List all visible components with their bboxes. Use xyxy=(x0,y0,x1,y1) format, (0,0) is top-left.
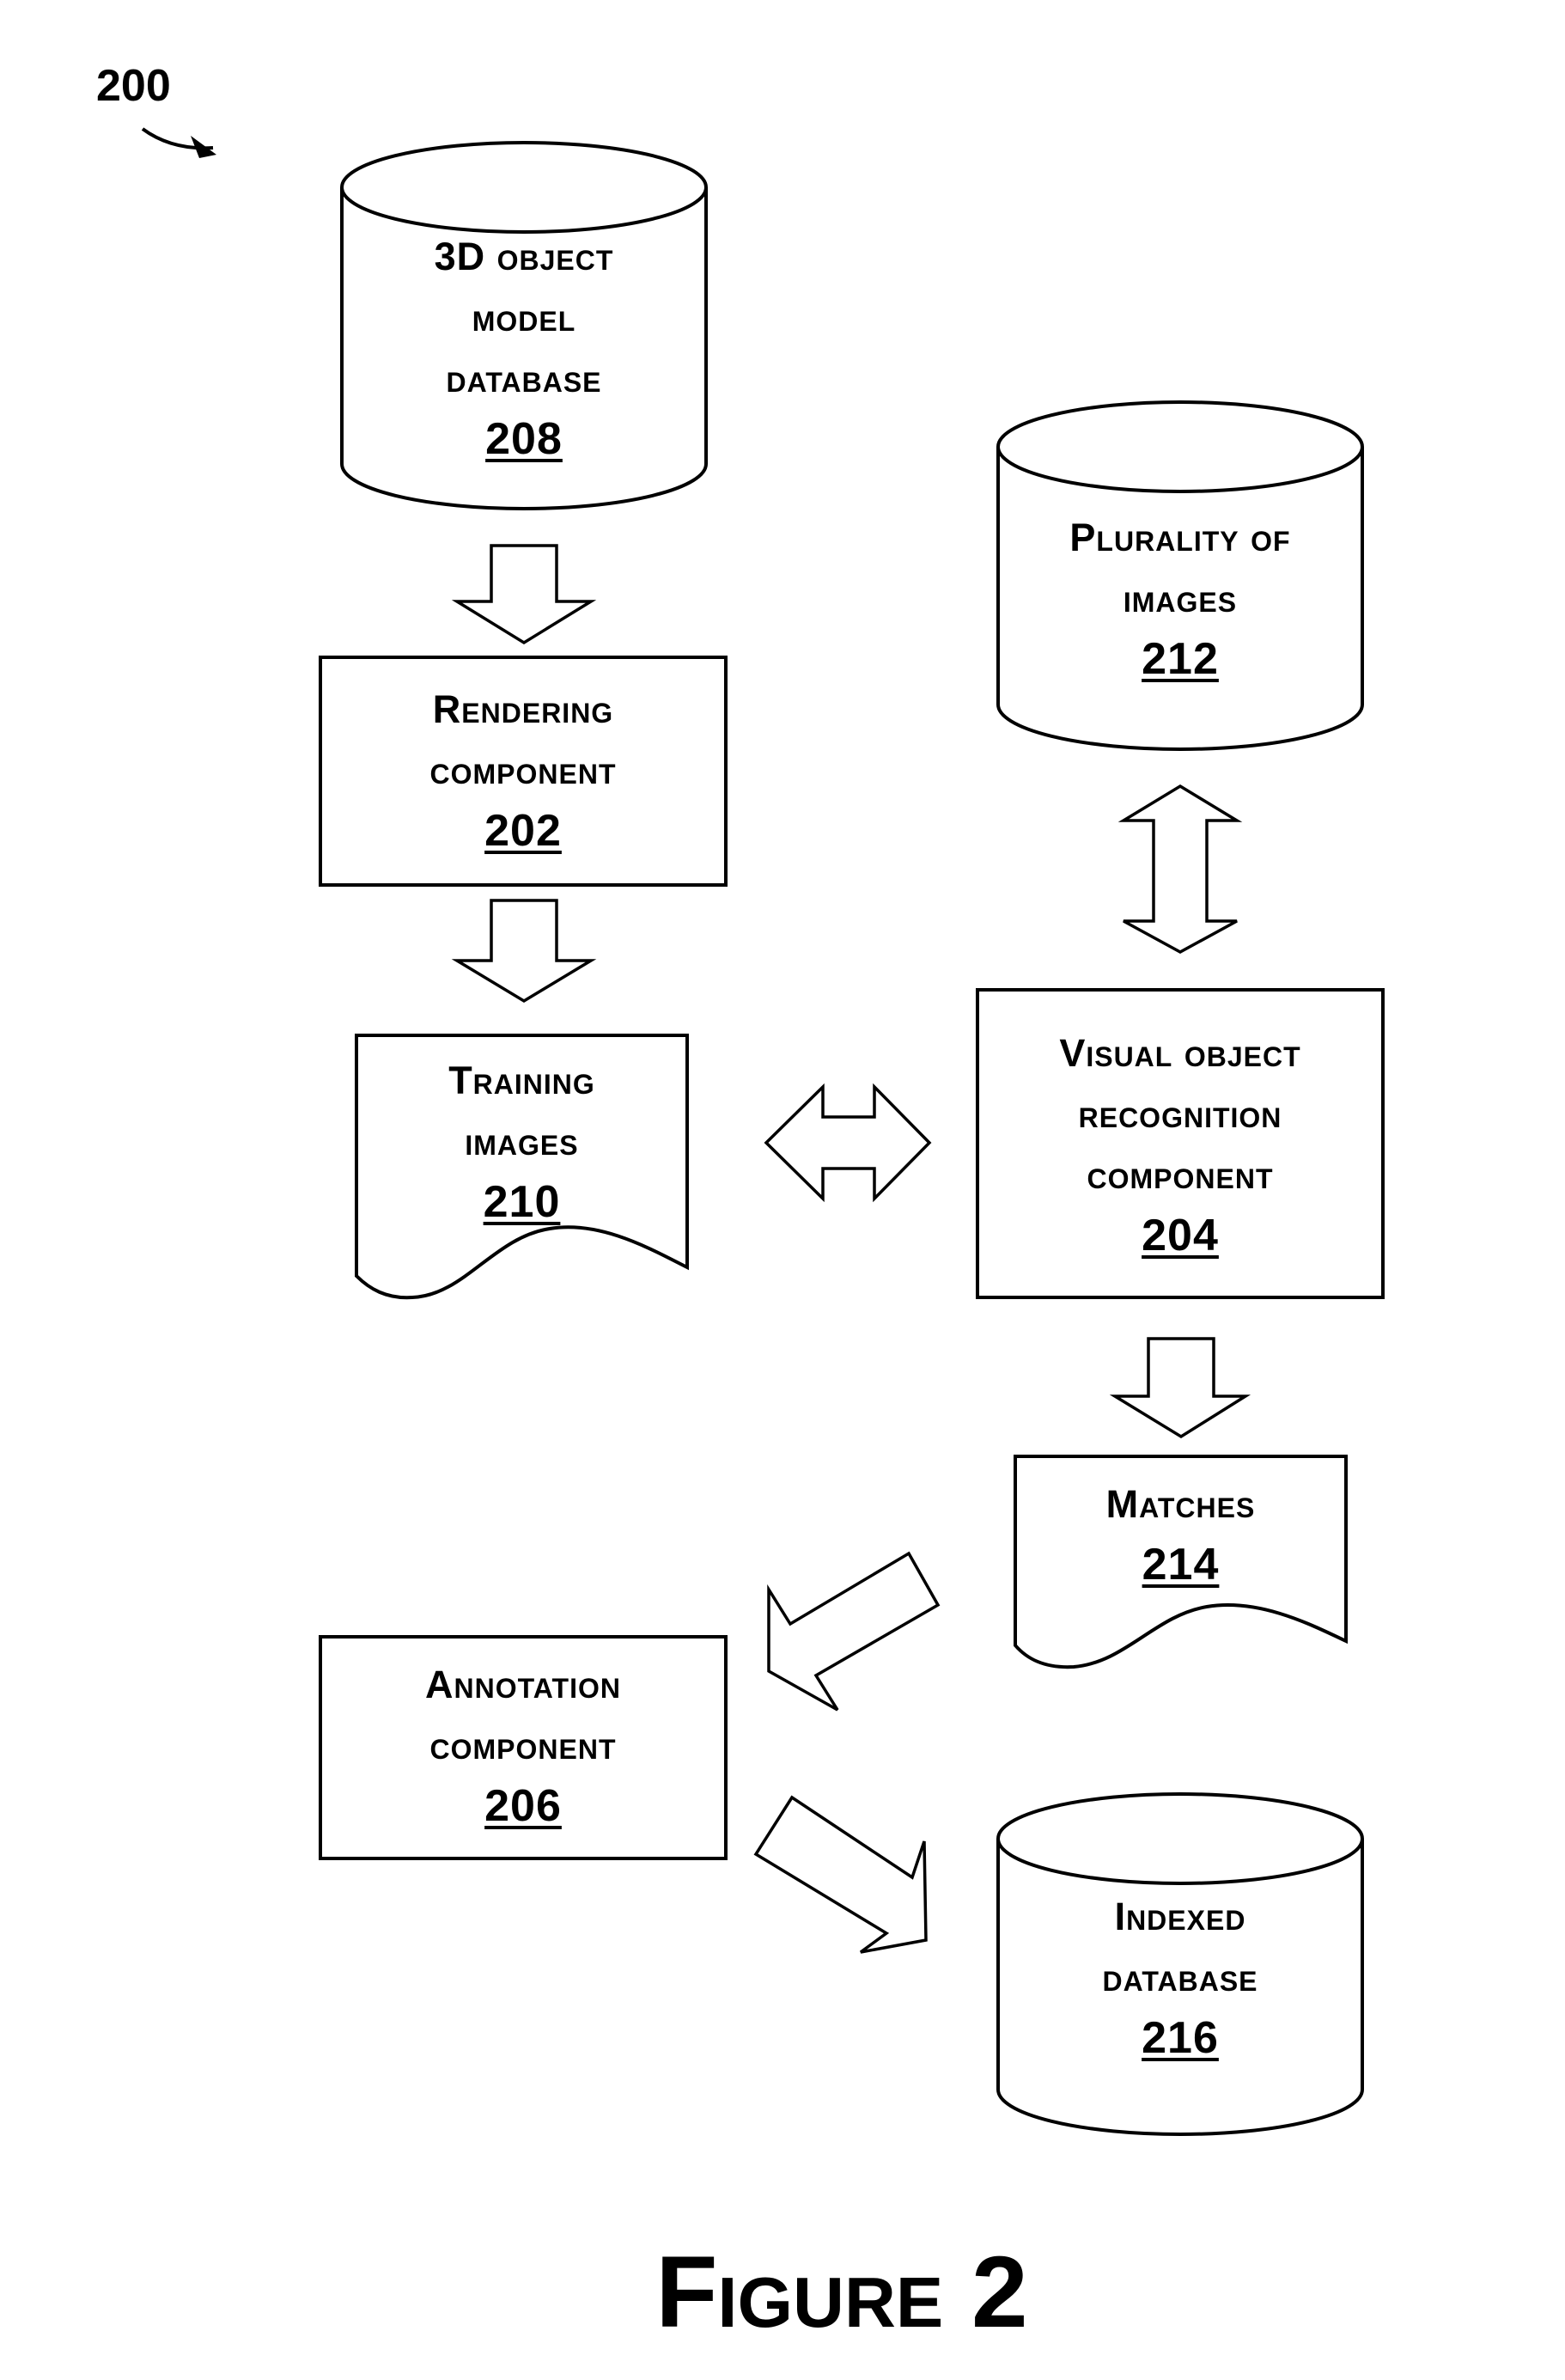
label-comp-202: Rendering component 202 xyxy=(322,679,724,863)
node-number: 214 xyxy=(1142,1540,1220,1590)
label-db-208: 3D object model database 208 xyxy=(344,226,704,471)
label-db-212: Plurality of images 212 xyxy=(1000,507,1361,691)
figure-reference-number: 200 xyxy=(96,60,171,112)
arrow-206-to-216 xyxy=(756,1797,926,1952)
label-comp-204: Visual object recognition component 204 xyxy=(979,1022,1381,1267)
arrow-202-to-210 xyxy=(457,900,591,1001)
node-number: 210 xyxy=(484,1177,561,1227)
label-line: model xyxy=(344,287,704,348)
label-comp-206: Annotation component 206 xyxy=(322,1654,724,1838)
label-doc-210: Training images 210 xyxy=(356,1050,687,1234)
arrow-214-to-206 xyxy=(769,1553,938,1710)
label-line: 3D object xyxy=(344,226,704,287)
arrow-212-to-204-bidirectional xyxy=(1124,786,1237,952)
label-line: component xyxy=(979,1144,1381,1205)
node-number: 206 xyxy=(484,1781,562,1831)
arrow-210-to-204-bidirectional xyxy=(766,1087,929,1199)
label-line: component xyxy=(322,1715,724,1776)
figure-caption: Figure 2 xyxy=(618,2234,1065,2351)
label-line: Plurality of xyxy=(1000,507,1361,568)
label-line: Rendering xyxy=(322,679,724,740)
arrow-204-to-214 xyxy=(1115,1339,1245,1437)
label-line: images xyxy=(1000,568,1361,629)
label-line: database xyxy=(344,348,704,409)
label-line: Training xyxy=(356,1050,687,1111)
label-line: database xyxy=(1000,1947,1361,2008)
label-line: images xyxy=(356,1111,687,1172)
label-line: Annotation xyxy=(322,1654,724,1715)
label-line: component xyxy=(322,740,724,801)
node-number: 204 xyxy=(1142,1211,1219,1260)
node-number: 212 xyxy=(1142,634,1219,684)
node-number: 202 xyxy=(484,806,562,856)
arrow-208-to-202 xyxy=(457,546,591,643)
label-doc-214: Matches 214 xyxy=(1015,1474,1346,1596)
label-line: Matches xyxy=(1015,1474,1346,1535)
label-line: recognition xyxy=(979,1083,1381,1144)
label-line: Indexed xyxy=(1000,1886,1361,1947)
label-db-216: Indexed database 216 xyxy=(1000,1886,1361,2070)
label-line: Visual object xyxy=(979,1022,1381,1083)
node-number: 208 xyxy=(485,414,563,464)
node-number: 216 xyxy=(1142,2013,1219,2063)
